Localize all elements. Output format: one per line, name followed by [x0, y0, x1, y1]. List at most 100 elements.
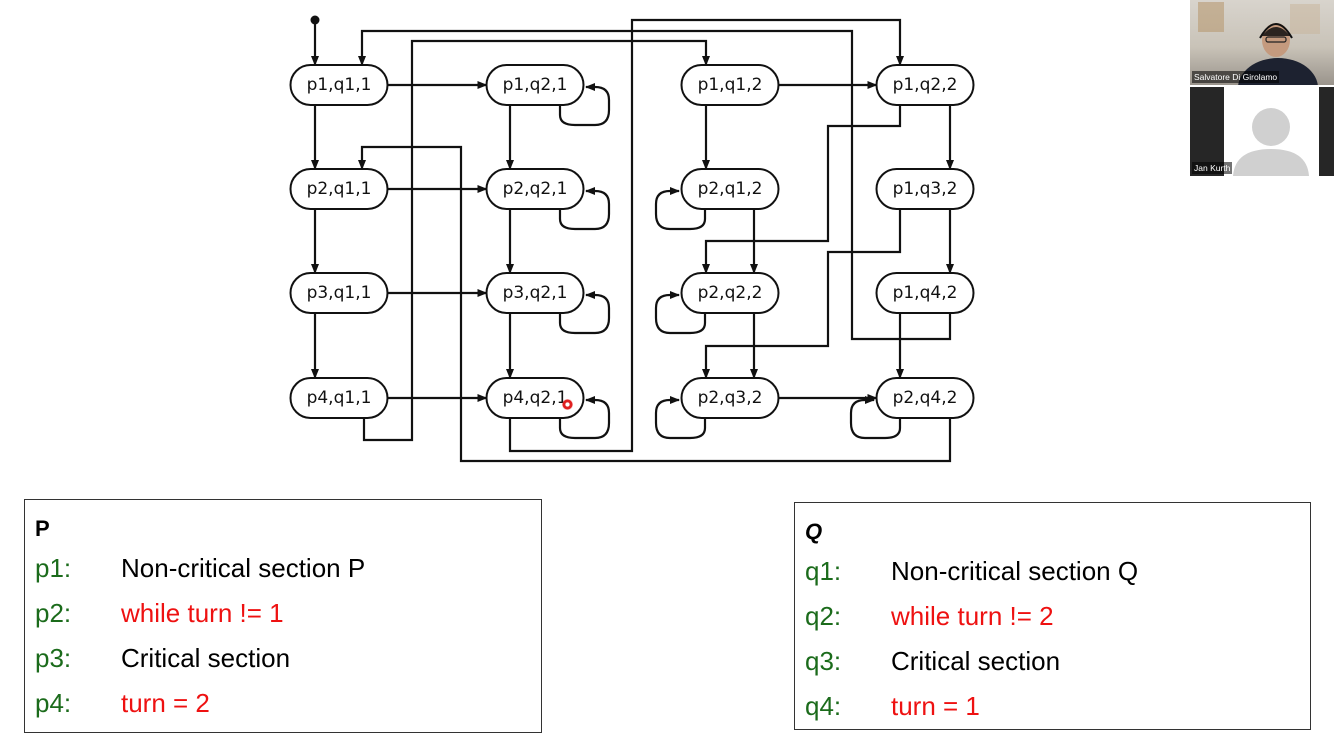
- line-label: p1:: [35, 553, 72, 583]
- state-node: p1,q1,2: [680, 64, 780, 106]
- participant-video-tile[interactable]: Jan Kurth: [1190, 87, 1334, 176]
- state-node: p1,q2,1: [485, 64, 585, 106]
- line-label: p4:: [35, 688, 72, 718]
- self-loop-edge: [654, 187, 707, 231]
- state-node: p4,q1,1: [289, 377, 389, 419]
- edge-p1q2_2-to-p2q2_2: [702, 105, 902, 274]
- state-diagram: p1,q1,1 p2,q1,1 p3,q1,1 p4,q1,1 p1,q2,1 p2,q2…: [289, 15, 975, 463]
- participant-name: Salvatore Di Girolamo: [1192, 71, 1280, 83]
- state-node-label: p4,q1,1: [307, 388, 372, 408]
- code-line: q3: Critical section: [805, 639, 1300, 684]
- state-node-shape: [289, 168, 389, 210]
- self-loop-edge: [849, 396, 902, 440]
- state-node-label: p1,q4,2: [893, 283, 958, 303]
- state-node-shape: [289, 377, 389, 419]
- state-node-shape: [875, 377, 975, 419]
- state-node-label: p2,q2,1: [503, 179, 568, 199]
- participant-name: Jan Kurth: [1192, 162, 1233, 174]
- code-line: p1: Non-critical section P: [35, 546, 531, 591]
- state-node-label: p3,q2,1: [503, 283, 568, 303]
- state-node-shape: [875, 272, 975, 314]
- code-line: q4: turn = 1: [805, 684, 1300, 729]
- state-node-label: p2,q3,2: [698, 388, 763, 408]
- self-loop-edge: [654, 396, 707, 440]
- state-node: p3,q1,1: [289, 272, 389, 314]
- line-text: Critical section: [891, 646, 1061, 676]
- pointer-cursor: [562, 399, 573, 410]
- state-node-label: p4,q2,1: [503, 388, 568, 408]
- line-label: q3:: [805, 646, 842, 676]
- state-node-label: p1,q1,2: [698, 75, 763, 95]
- edge-p1q4_2-to-p1q1_1: [358, 29, 952, 341]
- line-text: turn = 1: [891, 691, 980, 721]
- process-p-box: P p1: Non-critical section P p2: while t…: [24, 499, 542, 733]
- state-node: p1,q2,2: [875, 64, 975, 106]
- code-line: q1: Non-critical section Q: [805, 549, 1300, 594]
- state-node: p2,q1,2: [680, 168, 780, 210]
- state-node-label: p3,q1,1: [307, 283, 372, 303]
- code-line: p4: turn = 2: [35, 681, 531, 726]
- state-node: p2,q4,2: [875, 377, 975, 419]
- edge-p4q2_1-to-p1q2_2: [508, 18, 904, 453]
- line-text: turn = 2: [121, 688, 210, 718]
- line-text: while turn != 2: [891, 601, 1054, 631]
- process-q-box: Q q1: Non-critical section Q q2: while t…: [794, 502, 1311, 730]
- avatar-placeholder-icon: [1233, 108, 1309, 176]
- state-node: p1,q4,2: [875, 272, 975, 314]
- line-text: while turn != 1: [121, 598, 284, 628]
- state-node-shape: [680, 64, 780, 106]
- state-node: p2,q1,1: [289, 168, 389, 210]
- edges: [310, 15, 954, 463]
- participant-video: [1198, 2, 1320, 85]
- line-label: q1:: [805, 556, 842, 586]
- process-q-title: Q: [805, 519, 823, 544]
- line-label: p3:: [35, 643, 72, 673]
- line-label: q2:: [805, 601, 842, 631]
- state-node-shape: [485, 168, 585, 210]
- edge-p4q1_1-to-p1q1_2: [362, 39, 710, 442]
- line-text: Non-critical section P: [121, 553, 366, 583]
- self-loop-edge: [558, 187, 611, 231]
- state-node-shape: [875, 168, 975, 210]
- state-node: p4,q2,1: [485, 377, 585, 419]
- code-line: p2: while turn != 1: [35, 591, 531, 636]
- state-node-shape: [875, 64, 975, 106]
- self-loop-edge: [558, 291, 611, 335]
- state-node: p3,q2,1: [485, 272, 585, 314]
- edge-p1q3_2-to-p2q3_2: [702, 209, 902, 379]
- state-node: p1,q1,1: [289, 64, 389, 106]
- state-node-label: p1,q2,2: [893, 75, 958, 95]
- edge-p2q4_2-to-p2q1_1: [358, 145, 952, 463]
- participant-video-tile[interactable]: Salvatore Di Girolamo: [1190, 0, 1334, 85]
- state-node-shape: [485, 377, 585, 419]
- code-line: p3: Critical section: [35, 636, 531, 681]
- state-node: p2,q2,2: [680, 272, 780, 314]
- state-node-label: p2,q1,1: [307, 179, 372, 199]
- state-node: p1,q3,2: [875, 168, 975, 210]
- state-node-shape: [485, 64, 585, 106]
- state-node-shape: [289, 64, 389, 106]
- line-text: Critical section: [121, 643, 291, 673]
- state-node-shape: [680, 272, 780, 314]
- code-line: q2: while turn != 2: [805, 594, 1300, 639]
- state-node-shape: [289, 272, 389, 314]
- state-node-shape: [485, 272, 585, 314]
- process-p-title: P: [35, 516, 50, 541]
- state-node-label: p2,q2,2: [698, 283, 763, 303]
- state-node-label: p1,q1,1: [307, 75, 372, 95]
- line-text: Non-critical section Q: [891, 556, 1139, 586]
- self-loop-edge: [558, 396, 611, 440]
- line-label: q4:: [805, 691, 842, 721]
- state-node-shape: [680, 168, 780, 210]
- state-node: p2,q3,2: [680, 377, 780, 419]
- state-node: p2,q2,1: [485, 168, 585, 210]
- state-node-label: p2,q1,2: [698, 179, 763, 199]
- state-node-label: p2,q4,2: [893, 388, 958, 408]
- self-loop-edge: [654, 291, 707, 335]
- self-loop-edge: [558, 83, 611, 127]
- state-node-label: p1,q3,2: [893, 179, 958, 199]
- state-node-label: p1,q2,1: [503, 75, 568, 95]
- state-nodes: p1,q1,1 p2,q1,1 p3,q1,1 p4,q1,1 p1,q2,1 p2,q2…: [289, 64, 975, 419]
- line-label: p2:: [35, 598, 72, 628]
- state-node-shape: [680, 377, 780, 419]
